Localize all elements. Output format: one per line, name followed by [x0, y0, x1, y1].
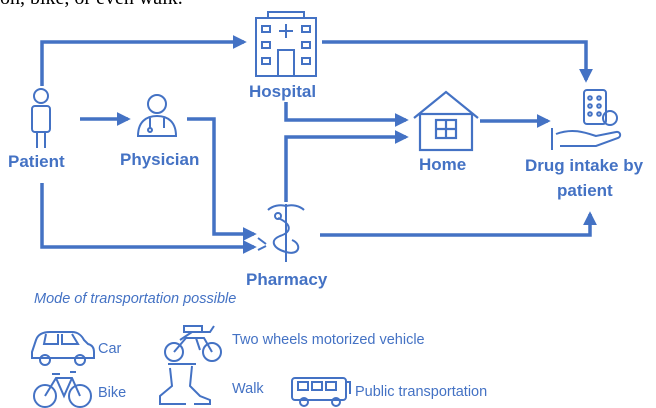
arrow-patient-hospital — [40, 35, 247, 86]
arrow-physician-pharmacy — [187, 117, 257, 241]
transport-two-wheels-label: Two wheels motorized vehicle — [232, 332, 425, 348]
physician-label: Physician — [120, 150, 200, 169]
top-text-fragment: on, bike, or even walk. — [0, 0, 183, 10]
transport-title: Mode of transportation possible — [34, 291, 237, 307]
walk-icon — [159, 363, 211, 405]
arrow-pharmacy-home — [284, 130, 409, 202]
bus-icon — [291, 377, 351, 407]
arrow-hospital-drug — [322, 40, 593, 83]
motorbike-icon — [164, 325, 222, 362]
transport-bike-label: Bike — [98, 385, 127, 401]
patient-label: Patient — [8, 152, 65, 171]
bike-icon — [33, 371, 92, 408]
drug-intake-label-line2: patient — [557, 181, 613, 200]
physician-icon — [136, 94, 178, 137]
home-label: Home — [419, 155, 467, 174]
hospital-icon — [255, 11, 317, 77]
transport-public-label: Public transportation — [355, 384, 488, 400]
arrow-pharmacy-drug — [320, 211, 597, 237]
drug-intake-label-line1: Drug intake by — [525, 156, 644, 175]
pharmacy-icon — [257, 204, 305, 262]
transport-walk-label: Walk — [232, 381, 264, 397]
pharmacy-label: Pharmacy — [246, 270, 328, 289]
arrow-patient-pharmacy — [40, 183, 257, 254]
drug-intake-icon — [551, 89, 622, 150]
arrow-hospital-home — [284, 102, 409, 127]
transport-car-label: Car — [98, 341, 122, 357]
patient-icon — [31, 88, 51, 148]
car-icon — [31, 331, 95, 366]
hospital-label: Hospital — [249, 82, 317, 101]
home-icon — [413, 90, 479, 152]
